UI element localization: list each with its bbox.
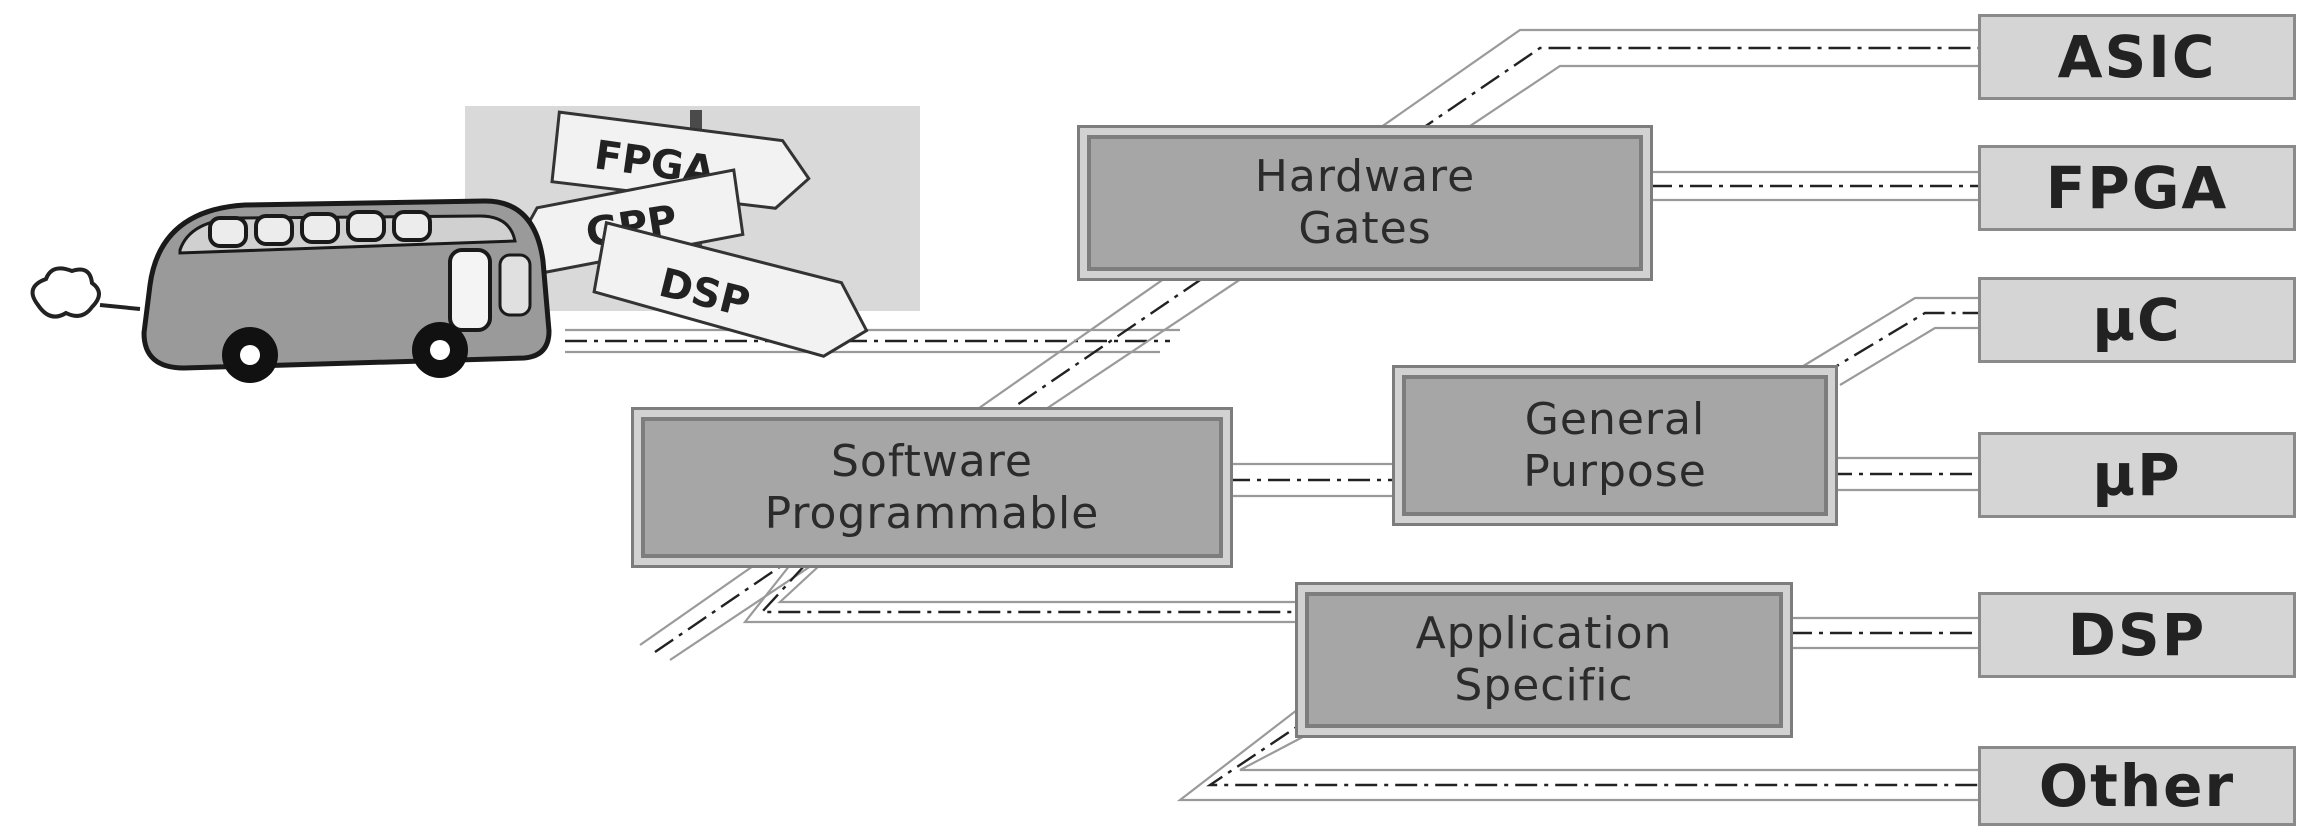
- endpoint-label-asic: ASIC: [2057, 23, 2217, 91]
- label-line: Hardware: [1254, 151, 1476, 202]
- node-software-programmable: Software Programmable: [631, 407, 1233, 568]
- road-to-dsp: [1790, 616, 1985, 650]
- endpoint-label-other: Other: [2038, 752, 2236, 820]
- road-to-fpga: [1650, 170, 1985, 202]
- endpoint-label-uc: µC: [2092, 286, 2182, 354]
- endpoint-label-fpga: FPGA: [2045, 154, 2229, 222]
- endpoint-label-up: µP: [2092, 441, 2182, 509]
- label-line: Gates: [1298, 203, 1432, 254]
- node-label-general-purpose: General Purpose: [1523, 394, 1707, 498]
- node-application-specific: Application Specific: [1295, 582, 1793, 738]
- label-line: Purpose: [1523, 445, 1707, 497]
- endpoint-dsp: DSP: [1978, 592, 2296, 678]
- label-line: Programmable: [764, 487, 1100, 539]
- road-to-other: [1176, 699, 1985, 802]
- road-to-uc: [1799, 296, 1985, 386]
- exhaust-puff-icon: [30, 266, 141, 319]
- label-line: Application: [1415, 608, 1673, 659]
- node-label-software-programmable: Software Programmable: [765, 436, 1100, 540]
- label-line: Specific: [1454, 660, 1634, 711]
- road-to-up: [1830, 456, 1985, 492]
- label-line: General: [1524, 393, 1706, 445]
- endpoint-uc: µC: [1978, 277, 2296, 363]
- node-label-hardware-gates: Hardware Gates: [1255, 151, 1475, 255]
- road-software-to-application: [742, 564, 1305, 624]
- endpoint-asic: ASIC: [1978, 14, 2296, 100]
- signpost-board-fpga: FPGA: [550, 110, 811, 210]
- node-general-purpose: General Purpose: [1392, 365, 1838, 526]
- label-line: Software: [831, 435, 1033, 487]
- endpoint-label-dsp: DSP: [2067, 601, 2207, 669]
- node-label-application-specific: Application Specific: [1416, 608, 1673, 712]
- node-hardware-gates: Hardware Gates: [1077, 125, 1653, 281]
- endpoint-up: µP: [1978, 432, 2296, 518]
- endpoint-fpga: FPGA: [1978, 145, 2296, 231]
- bus-icon: [141, 198, 552, 383]
- bus-signpost-illustration: FPGA GPP DSP: [30, 106, 920, 383]
- endpoint-other: Other: [1978, 746, 2296, 826]
- road-software-to-general: [1228, 462, 1395, 498]
